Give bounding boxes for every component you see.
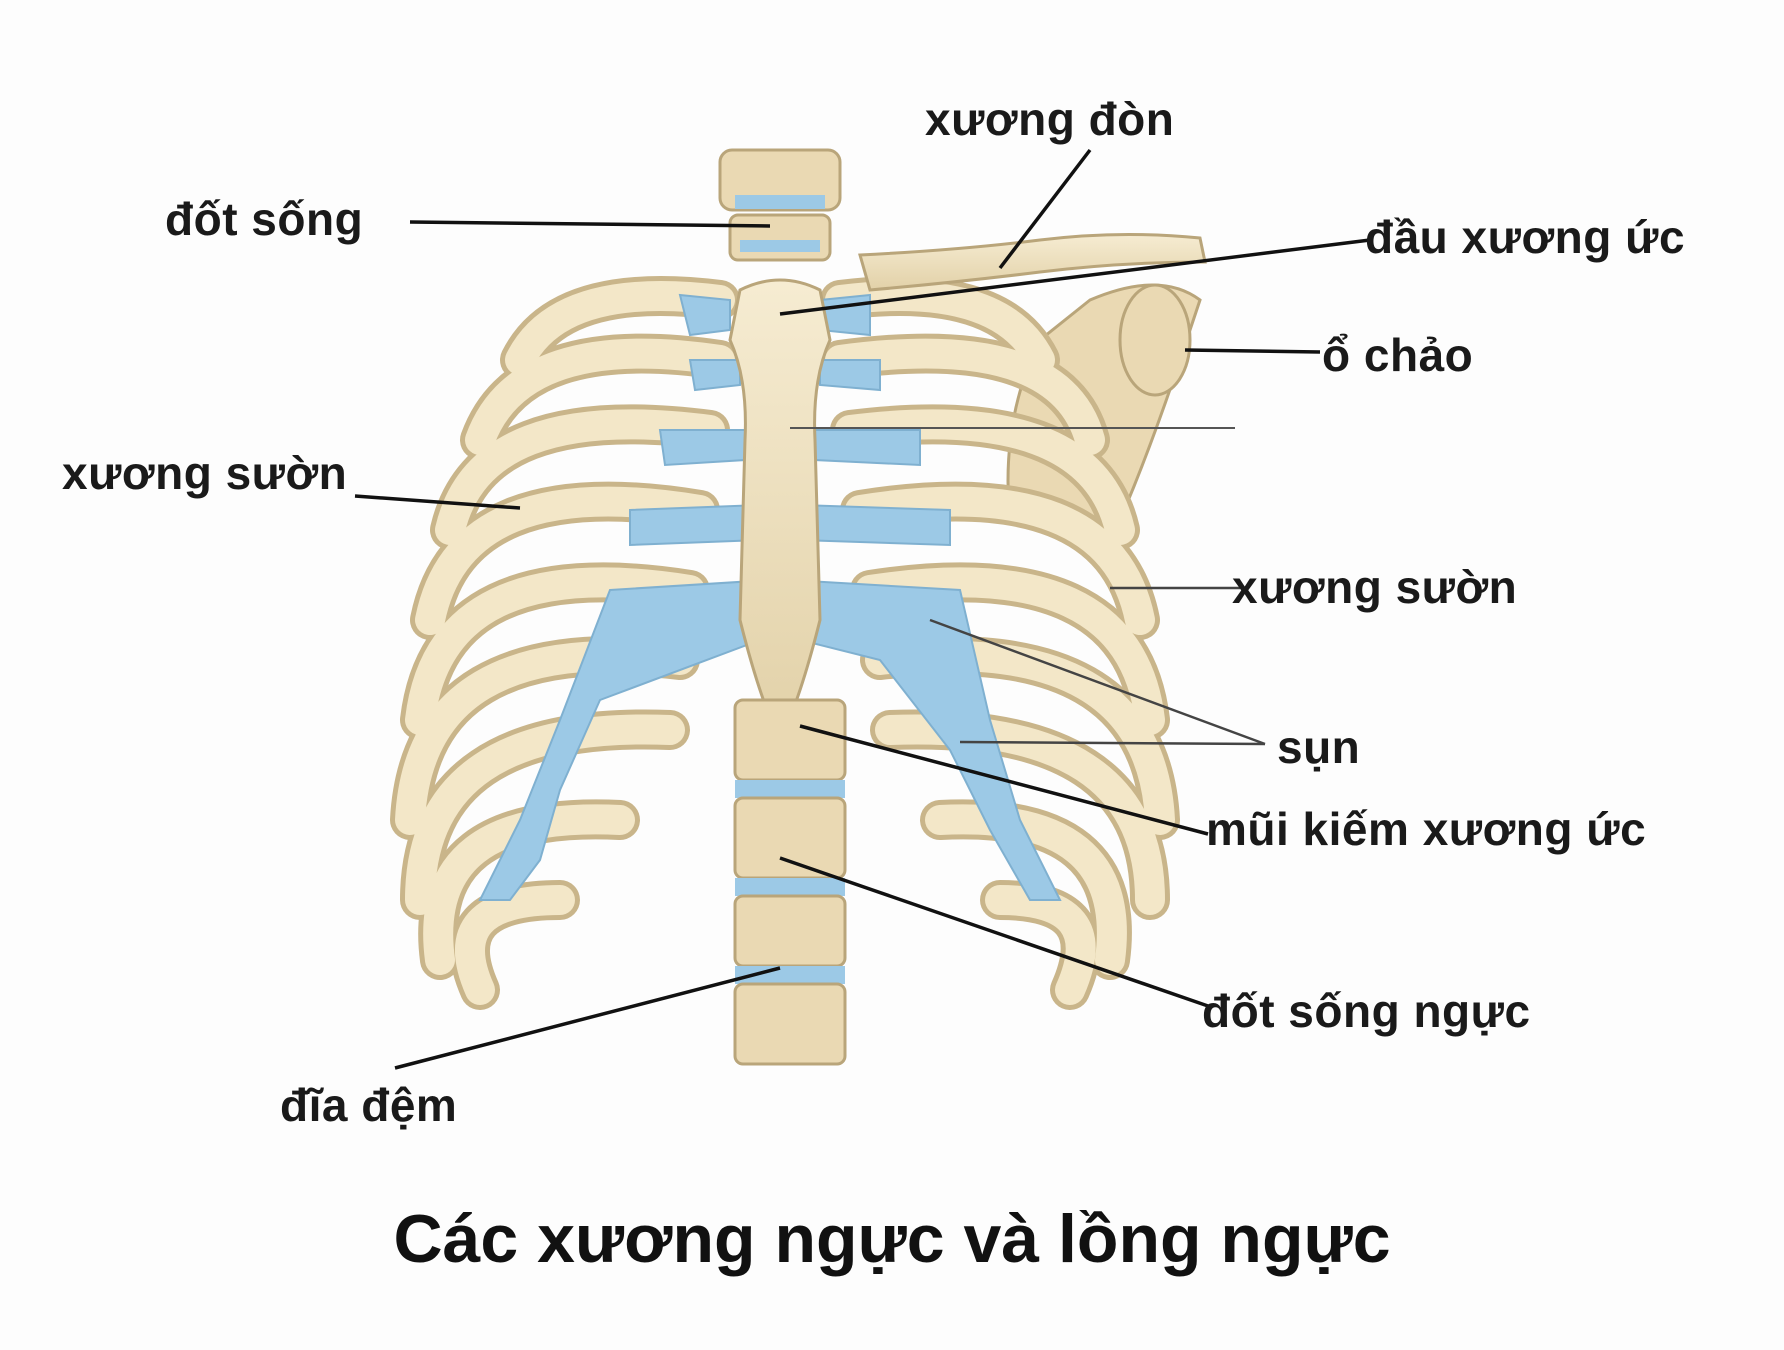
label-xuong-suon-right: xương sườn xyxy=(1232,561,1518,613)
cervical-spine xyxy=(718,148,842,262)
label-o-chao: ổ chảo xyxy=(1322,329,1474,381)
glenoid xyxy=(1118,283,1192,397)
label-xuong-suon-left: xương sườn xyxy=(62,447,348,499)
label-mui-kiem-xuong-uc: mũi kiếm xương ức xyxy=(1206,803,1647,855)
label-dau-xuong-uc: đầu xương ức xyxy=(1365,211,1686,263)
label-dia-dem: đĩa đệm xyxy=(280,1079,458,1131)
sternum xyxy=(728,278,832,744)
costal-cartilage xyxy=(478,293,1062,901)
diagram-title: Các xương ngực và lồng ngực xyxy=(393,1201,1391,1277)
label-xuong-don: xương đòn xyxy=(925,93,1175,145)
label-dot-song-nguc: đốt sống ngực xyxy=(1202,985,1531,1037)
thoracic-spine xyxy=(733,698,847,1066)
label-dot-song: đốt sống xyxy=(165,193,364,245)
label-sun: sụn xyxy=(1277,721,1361,773)
leader-lines xyxy=(354,148,1371,1070)
